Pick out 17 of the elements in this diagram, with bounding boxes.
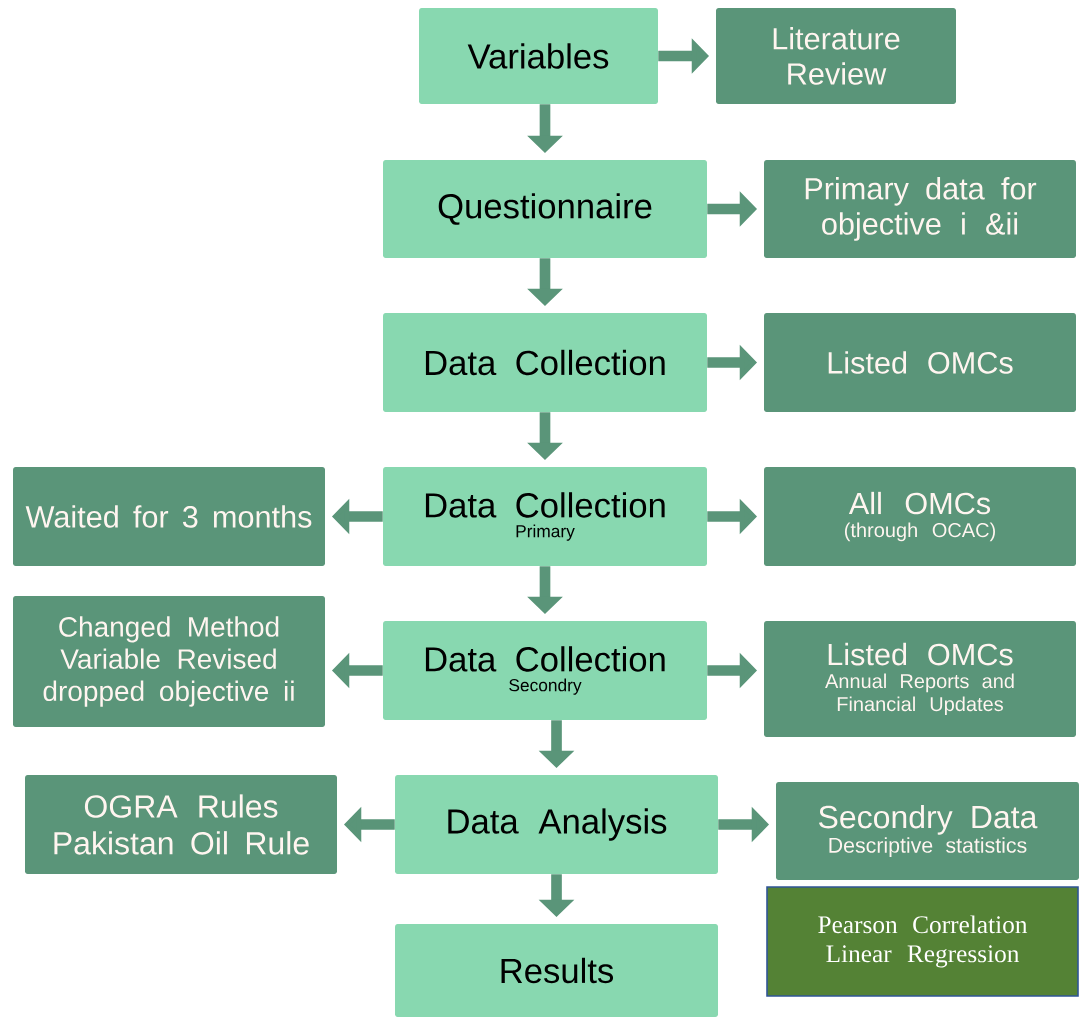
note-box: OGRA Rules Pakistan Oil Rule — [25, 775, 337, 874]
note-box: Primary data for objective i &ii — [764, 160, 1076, 258]
process-box: Data Collection Secondry — [383, 621, 707, 720]
method-box: Pearson Correlation Linear Regression — [766, 886, 1079, 997]
note-box: Listed OMCs Annual Reports and Financial Updates — [764, 621, 1076, 737]
process-box: Variables — [419, 8, 658, 104]
process-box: Data Collection — [383, 313, 707, 412]
process-box: Questionnaire — [383, 160, 707, 258]
note-box: Literature Review — [716, 8, 956, 104]
note-box: All OMCs (through OCAC) — [764, 467, 1076, 566]
process-box: Results — [395, 924, 718, 1017]
note-box: Secondry Data Descriptive statistics — [776, 782, 1079, 880]
note-box: Waited for 3 months — [13, 467, 325, 566]
note-box: Listed OMCs — [764, 313, 1076, 412]
process-box: Data Collection Primary — [383, 467, 707, 566]
note-box: Changed Method Variable Revised dropped objective ii — [13, 596, 325, 727]
process-box: Data Analysis — [395, 775, 718, 874]
